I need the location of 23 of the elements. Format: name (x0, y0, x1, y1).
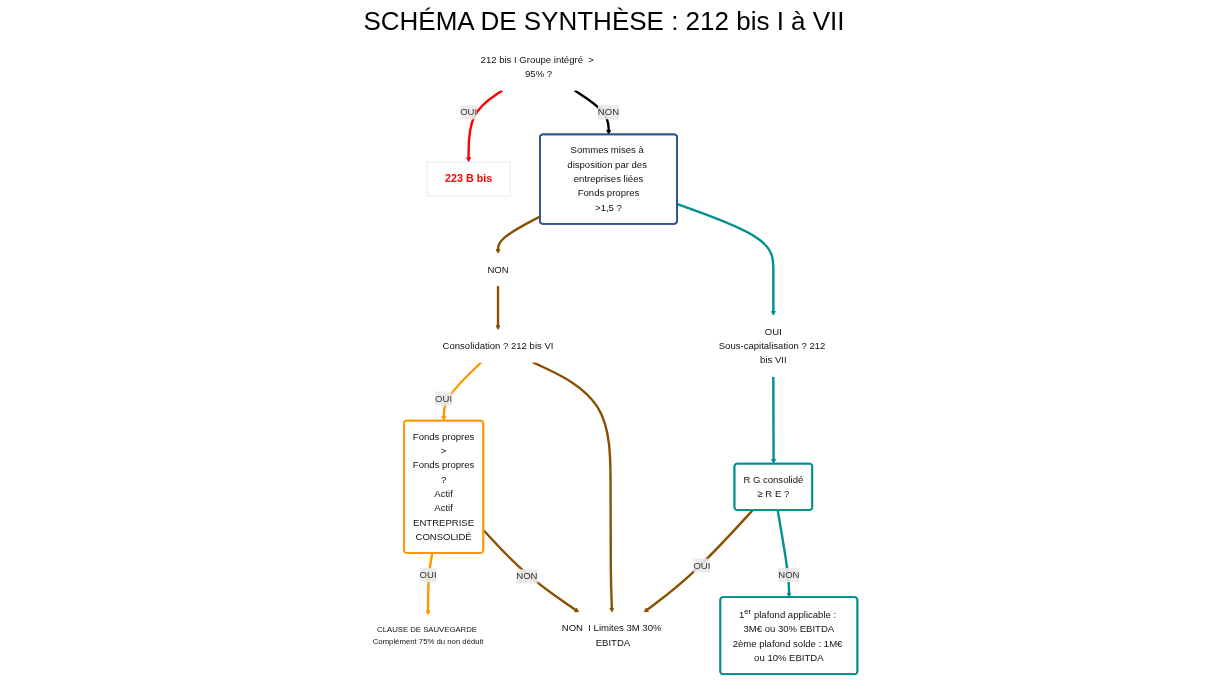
edge-label: OUI (693, 560, 711, 571)
arrow (532, 361, 615, 613)
node-text: OUI Sous-capitalisation ? 212 bis VII (718, 326, 826, 366)
edge-label: OUI (460, 106, 478, 118)
diagram-title: SCHÉMA DE SYNTHÈSE : 212 bis I à VII (362, 6, 846, 37)
arrow (466, 89, 504, 163)
node-box: 223 B bis (426, 161, 511, 197)
edge-label: OUI (419, 569, 437, 580)
arrow (573, 89, 612, 135)
node-text: NON I Limites 3M 30% EBITDA (561, 623, 662, 648)
arrow (643, 509, 754, 613)
arrow (441, 361, 483, 422)
arrow (776, 510, 792, 598)
node-text: NON (487, 264, 509, 275)
edge-label: OUI (435, 393, 453, 404)
node-text: 212 bis I Groupe intégré > 95% ? (480, 54, 594, 79)
arrow (425, 553, 434, 616)
edge-label: NON (597, 106, 620, 118)
arrow (771, 376, 777, 465)
edge-label: NON (778, 569, 800, 580)
edge-label: NON (516, 571, 538, 582)
node-text: Consolidation ? 212 bis VI (442, 340, 554, 351)
arrow (495, 285, 501, 331)
